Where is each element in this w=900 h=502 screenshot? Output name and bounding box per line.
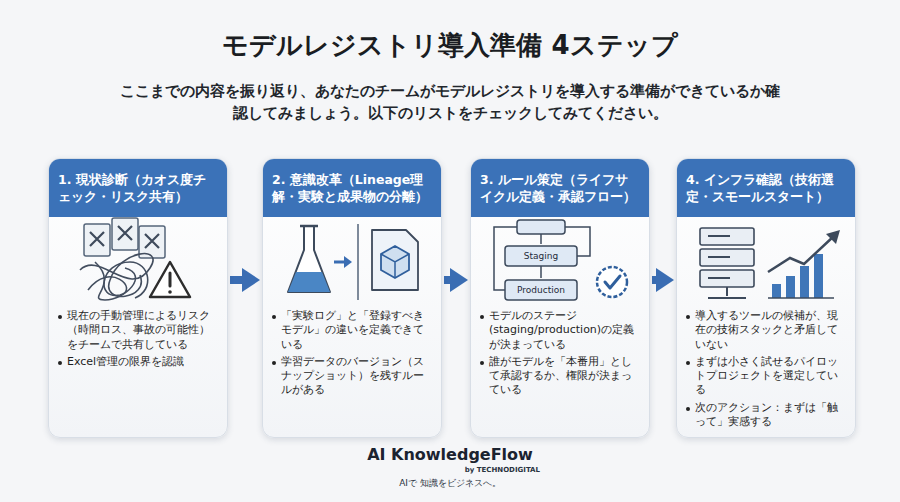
checklist-item: モデルのステージ(staging/production)の定義が決まっている <box>489 309 641 352</box>
flow-arrow <box>230 276 250 284</box>
tangled-lines <box>80 254 153 300</box>
bullet-dot <box>686 361 690 365</box>
spreadsheet-icons <box>84 218 165 258</box>
flask-icon <box>288 226 330 292</box>
lifecycle-flow <box>540 234 542 244</box>
checklist-item: 導入するツールの候補が、現在の技術スタックと矛盾していない <box>695 309 847 352</box>
bullet-dot <box>58 361 62 365</box>
warning-sign <box>150 262 190 297</box>
bullet-dot <box>272 315 276 319</box>
server-stack <box>708 236 730 278</box>
separation-arrow <box>344 256 352 268</box>
lifecycle-flow <box>565 227 590 256</box>
growth-chart <box>800 266 809 298</box>
growth-chart <box>826 230 840 244</box>
flask-icon <box>288 272 330 292</box>
approval-badge <box>605 276 620 288</box>
growth-chart <box>768 297 834 299</box>
lifecycle-flow <box>540 266 542 278</box>
bullet-dot <box>58 315 62 319</box>
lifecycle-flow <box>494 220 590 300</box>
artifact-document <box>372 230 418 290</box>
stage-label: Staging <box>505 246 577 266</box>
flask-icon <box>300 225 318 228</box>
checklist-item: Excel管理の限界を認識 <box>67 355 219 369</box>
bullet-dot <box>686 407 690 411</box>
server-stack <box>700 228 754 298</box>
checklist-item: 「実験ログ」と「登録すべきモデル」の違いを定義できている <box>281 309 433 352</box>
brand-logo: AI KnowledgeFlow <box>330 445 570 464</box>
flow-arrow <box>444 276 458 284</box>
bullet-dot <box>480 361 484 365</box>
brand-byline: by TECHNODIGITAL <box>430 466 540 474</box>
flask-icon <box>288 226 330 292</box>
checklist-item: 次のアクション：まずは「触って」実感する <box>695 401 847 430</box>
step-card: 2. 意識改革（Lineage理解・実験と成果物の分離） 「実験ログ」と「登録すべ… <box>262 158 442 438</box>
artifact-document <box>372 230 418 290</box>
warning-sign <box>168 290 172 294</box>
checklist-item: 学習データのバージョン（スナップショット）を残すルールがある <box>281 355 433 398</box>
step-heading: 2. 意識改革（Lineage理解・実験と成果物の分離） <box>263 159 441 217</box>
tangled-lines <box>95 262 135 300</box>
tangled-lines <box>88 262 148 298</box>
bullet-dot <box>480 315 484 319</box>
brand-tagline: AIで 知識をビジネスへ。 <box>330 478 570 489</box>
approval-badge <box>597 267 627 297</box>
separation-arrow <box>334 224 358 300</box>
growth-chart <box>814 254 823 298</box>
artifact-document <box>381 254 409 278</box>
growth-chart <box>768 230 840 298</box>
separation-arrow <box>357 224 359 300</box>
warning-sign <box>150 262 190 297</box>
diagram-title: モデルレジストリ導入準備 4ステップ <box>0 28 900 63</box>
checklist-item: まずは小さく試せるパイロットプロジェクトを選定している <box>695 355 847 398</box>
subtitle-text: ここまでの内容を振り返り、あなたのチームがモデルレジストリを導入する準備ができて… <box>115 80 785 125</box>
bullet-dot <box>272 361 276 365</box>
step-heading: 3. ルール策定（ライフサイクル定義・承認フロー） <box>471 159 649 217</box>
approval-badge <box>597 267 627 297</box>
lifecycle-flow <box>505 280 577 300</box>
checklist-item: 誰がモデルを「本番用」として承認するか、権限が決まっている <box>489 355 641 398</box>
flow-arrow <box>652 276 664 284</box>
tangled-lines <box>80 254 153 297</box>
growth-chart <box>786 276 795 298</box>
lifecycle-flow <box>517 220 565 234</box>
lifecycle-flow <box>505 246 577 266</box>
growth-chart <box>772 284 781 298</box>
step-heading: 1. 現状診断（カオス度チェック・リスク共有） <box>49 159 227 217</box>
step-heading: 4. インフラ確認（技術選定・スモールスタート） <box>677 159 855 217</box>
checklist-item: 現在の手動管理によるリスク（時間ロス、事故の可能性）をチームで共有している <box>67 309 219 352</box>
artifact-document <box>381 246 409 278</box>
lifecycle-flow <box>494 227 517 290</box>
spreadsheet-icons <box>90 226 159 248</box>
step-card: 1. 現状診断（カオス度チェック・リスク共有） 現在の手動管理によるリスク（時間ロ… <box>48 158 228 438</box>
warning-sign <box>169 273 172 286</box>
server-stack <box>708 287 746 298</box>
bullet-dot <box>686 315 690 319</box>
stage-label: Production <box>505 280 577 300</box>
growth-chart <box>768 236 834 272</box>
